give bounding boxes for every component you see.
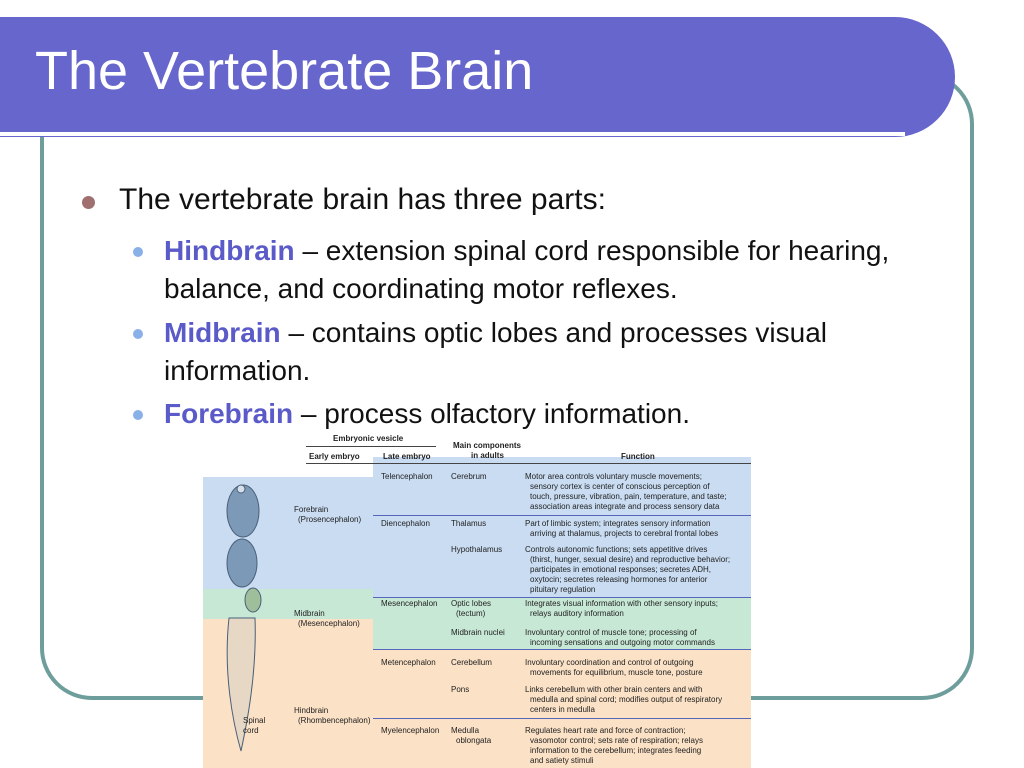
figure-background [203, 457, 751, 768]
col-late-header: Late embryo [383, 452, 431, 461]
sub-bullet-dot-icon [133, 410, 143, 420]
term-forebrain: Forebrain [164, 398, 294, 429]
function-cell: relays auditory information [530, 609, 624, 618]
title-bar [0, 17, 955, 137]
component-cell: Cerebrum [451, 472, 487, 481]
component-cell: Cerebellum [451, 658, 492, 667]
col-components-header: Main components [453, 441, 522, 450]
function-cell: touch, pressure, vibration, pain, temper… [530, 492, 727, 501]
early-hindbrain-latin: (Rhombencephalon) [298, 716, 371, 725]
group-rule [306, 446, 436, 447]
embryo-illustration [226, 484, 262, 752]
function-cell: (thirst, hunger, sexual desire) and repr… [530, 555, 731, 564]
function-cell: participates in emotional responses; sec… [530, 565, 711, 574]
function-cell: Controls autonomic functions; sets appet… [525, 545, 708, 554]
header-rule [306, 463, 751, 464]
component-cell: Midbrain nuclei [451, 628, 505, 637]
sub-bullet-midbrain: Midbrain – contains optic lobes and proc… [133, 314, 933, 390]
term-midbrain: Midbrain [164, 317, 281, 348]
sub-bullet-dot-icon [133, 329, 143, 339]
brain-regions-figure: Embryonic vesicle Early embryo Late embr… [203, 433, 751, 768]
group-header: Embryonic vesicle [333, 434, 404, 443]
function-cell: incoming sensations and outgoing motor c… [530, 638, 715, 647]
early-hindbrain: Hindbrain [294, 706, 329, 715]
description-midbrain: – contains optic lobes and processes vis… [164, 317, 827, 386]
row-rule [373, 597, 751, 598]
early-forebrain: Forebrain [294, 505, 329, 514]
col-components-header-2: in adults [471, 451, 504, 460]
description-hindbrain: – extension spinal cord responsible for … [164, 235, 890, 304]
component-cell: oblongata [456, 736, 492, 745]
component-cell: Pons [451, 685, 470, 694]
function-cell: Regulates heart rate and force of contra… [525, 726, 686, 735]
function-cell: centers in medulla [530, 705, 595, 714]
late-embryo-cell: Metencephalon [381, 658, 436, 667]
function-cell: sensory cortex is center of conscious pe… [530, 482, 710, 491]
late-embryo-cell: Telencephalon [381, 472, 433, 481]
function-cell: Links cerebellum with other brain center… [525, 685, 703, 694]
function-cell: Involuntary control of muscle tone; proc… [525, 628, 697, 637]
function-cell: movements for equilibrium, muscle tone, … [530, 668, 703, 677]
function-cell: arriving at thalamus, projects to cerebr… [530, 529, 719, 538]
component-cell: Medulla [451, 726, 480, 735]
main-bullet-text: The vertebrate brain has three parts: [119, 183, 606, 216]
hindbrain-band [203, 619, 751, 768]
function-cell: medulla and spinal cord; modifies output… [530, 695, 723, 704]
function-cell: pituitary regulation [530, 585, 596, 594]
forebrain-band [203, 457, 751, 597]
description-forebrain: – process olfactory information. [293, 398, 690, 429]
function-cell: Motor area controls voluntary muscle mov… [525, 472, 702, 481]
component-cell: Hypothalamus [451, 545, 503, 554]
early-forebrain-latin: (Prosencephalon) [298, 515, 362, 524]
function-cell: association areas integrate and process … [530, 502, 720, 511]
sub-bullet-dot-icon [133, 247, 143, 257]
function-cell: oxytocin; secretes releasing hormones fo… [530, 575, 708, 584]
slide-title: The Vertebrate Brain [35, 41, 534, 101]
row-rule [373, 649, 751, 650]
function-cell: Involuntary coordination and control of … [525, 658, 694, 667]
col-early-header: Early embryo [309, 452, 360, 461]
title-underline [0, 132, 905, 136]
function-cell: Part of limbic system; integrates sensor… [525, 519, 711, 528]
late-embryo-cell: Mesencephalon [381, 599, 438, 608]
component-cell: Thalamus [451, 519, 487, 528]
function-cell: information to the cerebellum; integrate… [530, 746, 702, 755]
col-function-header: Function [621, 452, 655, 461]
function-cell: and satiety stimuli [530, 756, 594, 765]
row-rule [373, 515, 751, 516]
early-midbrain-latin: (Mesencephalon) [298, 619, 360, 628]
term-hindbrain: Hindbrain [164, 235, 295, 266]
late-embryo-cell: Diencephalon [381, 519, 430, 528]
row-rule [373, 718, 751, 719]
spinal-cord-label: Spinal [243, 716, 266, 725]
early-midbrain: Midbrain [294, 609, 325, 618]
component-cell: (tectum) [456, 609, 486, 618]
bullet-dot-icon [82, 196, 95, 209]
sub-bullet-hindbrain: Hindbrain – extension spinal cord respon… [133, 232, 933, 308]
function-cell: vasomotor control; sets rate of respirat… [530, 736, 703, 745]
function-cell: Integrates visual information with other… [525, 599, 718, 608]
sub-bullet-forebrain: Forebrain – process olfactory informatio… [133, 395, 933, 433]
spinal-cord-label-2: cord [243, 726, 259, 735]
component-cell: Optic lobes [451, 599, 492, 608]
midbrain-band [203, 589, 751, 649]
late-embryo-cell: Myelencephalon [381, 726, 440, 735]
